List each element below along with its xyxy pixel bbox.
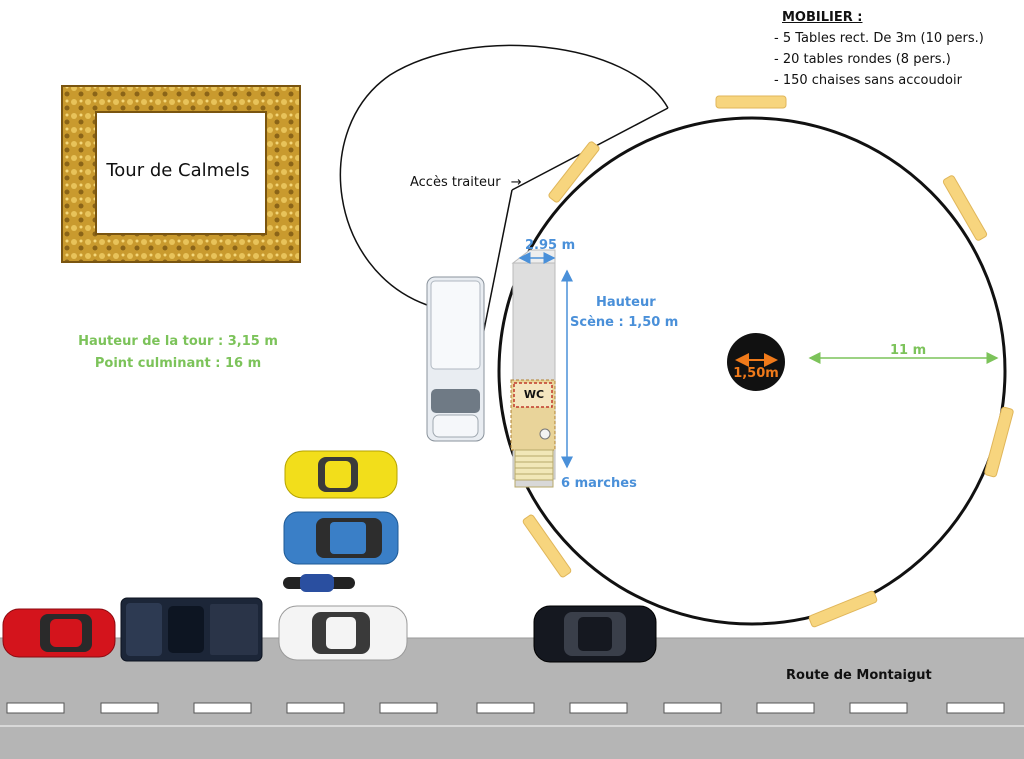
furniture-item: - 5 Tables rect. De 3m (10 pers.) (774, 31, 984, 46)
wc-label: WC (523, 388, 545, 401)
blue-car (283, 511, 399, 565)
stage-width-label: 2.95 m (525, 238, 576, 253)
parked-cars (2, 450, 657, 663)
right-arrow-icon: → (510, 175, 522, 190)
red-car (2, 608, 116, 658)
white-car (278, 605, 408, 661)
gilded-frame (61, 85, 301, 263)
black-car (533, 605, 657, 663)
yellow-car (284, 450, 398, 499)
furniture-item: - 150 chaises sans accoudoir (774, 73, 962, 88)
tower-info: Hauteur de la tour : 3,15 m Point culmin… (60, 331, 296, 375)
frame-label: Tour de Calmels (106, 160, 250, 181)
tent-radius-label: 11 m (890, 343, 927, 358)
pole-diameter-label: 1,50m (733, 366, 779, 381)
central-pole (727, 333, 785, 391)
tower-height-text: Hauteur de la tour : 3,15 m (78, 334, 278, 349)
furniture-item: - 20 tables rondes (8 pers.) (774, 52, 951, 67)
rectangular-tables (522, 95, 1014, 628)
motorcycle (283, 574, 355, 592)
catering-access-text: Accès traiteur (410, 175, 501, 190)
catering-van (426, 276, 485, 442)
catering-access-label: Accès traiteur → (410, 175, 522, 190)
furniture-title: MOBILIER : (782, 10, 863, 25)
stage-height-value: Scène : 1,50 m (570, 315, 679, 330)
road-lane-markings (6, 702, 1005, 714)
stage-steps-label: 6 marches (561, 476, 637, 491)
stage-height-title: Hauteur (596, 295, 656, 310)
furniture-list: MOBILIER : - 5 Tables rect. De 3m (10 pe… (774, 7, 984, 91)
pickup-truck (120, 597, 263, 662)
stage (510, 249, 556, 488)
stage-steps (514, 449, 554, 488)
tower-peak-text: Point culminant : 16 m (94, 356, 262, 371)
road-label: Route de Montaigut (786, 668, 932, 683)
